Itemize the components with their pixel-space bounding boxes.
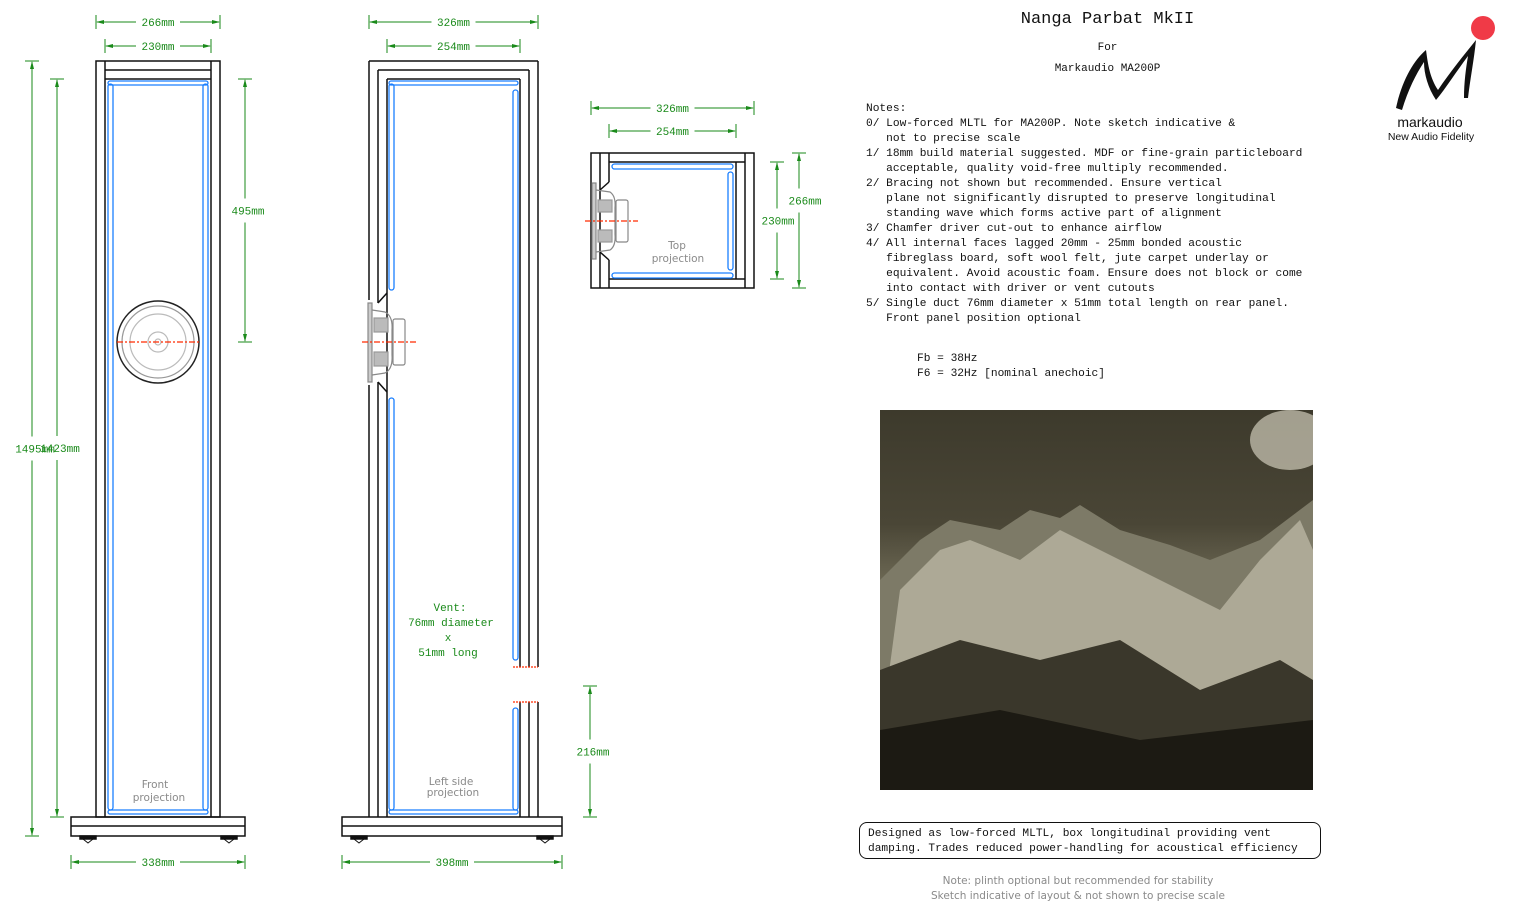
- vent-note: Vent:: [433, 603, 466, 615]
- dimension: 338mm: [70, 855, 246, 870]
- dimension: 495mm: [231, 78, 265, 343]
- top-label: Top: [667, 240, 686, 252]
- mountain-image: [880, 410, 1313, 790]
- dimension-label: 398mm: [435, 858, 468, 870]
- dimension: 254mm: [608, 124, 737, 139]
- vent-cutout-marks: [513, 666, 538, 703]
- note-line: 1/ 18mm build material suggested. MDF or…: [866, 148, 1303, 160]
- notes: Notes: 0/ Low-forced MLTL for MA200P. Not…: [866, 102, 1302, 327]
- side-driver-icon: [362, 302, 416, 383]
- notes-heading: Notes:: [866, 103, 907, 115]
- side-label: Left side: [429, 776, 474, 788]
- note-line: Front panel position optional: [866, 313, 1081, 325]
- lagging: [388, 80, 519, 815]
- dimension-label: 266mm: [788, 197, 821, 209]
- view-labels: Front projection Left side projection To…: [133, 240, 704, 804]
- note-line: 2/ Bracing not shown but recommended. En…: [866, 178, 1222, 190]
- lagging: [611, 163, 734, 279]
- dimension-label: 230mm: [761, 217, 794, 229]
- markaudio-logo: markaudio New Audio Fidelity: [1380, 10, 1500, 150]
- side-label: projection: [427, 787, 479, 799]
- side-view: [341, 60, 563, 844]
- logo-tagline: New Audio Fidelity: [1387, 131, 1475, 143]
- vent-note: x: [445, 633, 452, 645]
- logo-mark-icon: [1396, 16, 1495, 110]
- mountain-photo: [880, 410, 1313, 790]
- subtitle-driver: Markaudio MA200P: [1054, 63, 1161, 75]
- note-line: plane not significantly disrupted to pre…: [866, 193, 1276, 205]
- dimension: 266mm: [95, 15, 221, 30]
- specs: Fb = 38Hz F6 = 32Hz [nominal anechoic]: [917, 352, 1105, 382]
- caption-line: Designed as low-forced MLTL, box longitu…: [868, 828, 1271, 840]
- dimension-label: 266mm: [141, 18, 174, 30]
- top-label: projection: [652, 253, 704, 265]
- note-line: standing wave which forms active part of…: [866, 208, 1222, 220]
- front-label: projection: [133, 792, 185, 804]
- vent-note: 76mm diameter: [408, 618, 494, 630]
- dimension-label: 230mm: [141, 42, 174, 54]
- spec-f6: F6 = 32Hz [nominal anechoic]: [917, 368, 1105, 380]
- dimension-label: 216mm: [576, 748, 609, 760]
- caption-line: damping. Trades reduced power-handling f…: [868, 843, 1298, 855]
- top-view: [585, 152, 755, 289]
- note-line: acceptable, quality void-free multiply r…: [866, 163, 1229, 175]
- front-view: [70, 60, 246, 844]
- dimension-label: 254mm: [656, 127, 689, 139]
- note-line: 5/ Single duct 76mm diameter x 51mm tota…: [866, 298, 1289, 310]
- dimension-label: 1495mm: [15, 445, 55, 457]
- vent-note: 51mm long: [418, 648, 477, 660]
- foot-icon: [536, 835, 554, 844]
- footer-line: Note: plinth optional but recommended fo…: [942, 875, 1214, 887]
- lagging: [107, 80, 209, 815]
- front-driver-icon: [116, 300, 200, 384]
- footer-note: Note: plinth optional but recommended fo…: [878, 874, 1278, 904]
- foot-icon: [220, 835, 238, 844]
- dimension-label: 338mm: [141, 858, 174, 870]
- dimension: 266mm: [788, 152, 822, 289]
- page-title: Nanga Parbat MkII: [1020, 10, 1195, 29]
- dimension: 216mm: [576, 685, 610, 818]
- note-line: not to precise scale: [866, 133, 1021, 145]
- dimension-label: 495mm: [231, 207, 264, 219]
- dimension-label: 326mm: [437, 18, 470, 30]
- dimension: 326mm: [590, 101, 755, 116]
- dimension: 254mm: [386, 39, 521, 54]
- dimension: 398mm: [341, 855, 563, 870]
- note-line: fibreglass board, soft wool felt, jute c…: [866, 253, 1269, 265]
- subtitle-for: For: [1097, 42, 1118, 54]
- dimension-label: 254mm: [437, 42, 470, 54]
- dimension-label: 326mm: [656, 104, 689, 116]
- note-line: equivalent. Avoid acoustic foam. Ensure …: [866, 268, 1303, 280]
- note-line: 3/ Chamfer driver cut-out to enhance air…: [866, 223, 1162, 235]
- note-line: 0/ Low-forced MLTL for MA200P. Note sket…: [866, 118, 1236, 130]
- design-caption: Designed as low-forced MLTL, box longitu…: [859, 822, 1321, 859]
- dimension-label: 1423mm: [40, 444, 80, 456]
- front-label: Front: [142, 779, 169, 791]
- foot-icon: [350, 835, 368, 844]
- footer-line: Sketch indicative of layout & not shown …: [931, 890, 1225, 902]
- dimension: 230mm: [761, 161, 795, 280]
- dimension: 230mm: [104, 39, 212, 54]
- logo-brand: markaudio: [1397, 114, 1463, 130]
- dimension: 1423mm: [40, 78, 80, 818]
- spec-fb: Fb = 38Hz: [917, 353, 978, 365]
- dimension: 1495mm: [15, 60, 55, 837]
- top-driver-icon: [585, 182, 638, 260]
- foot-icon: [79, 835, 97, 844]
- note-line: 4/ All internal faces lagged 20mm - 25mm…: [866, 238, 1242, 250]
- dimension: 326mm: [368, 15, 539, 30]
- note-line: into contact with driver or vent cutouts: [866, 283, 1155, 295]
